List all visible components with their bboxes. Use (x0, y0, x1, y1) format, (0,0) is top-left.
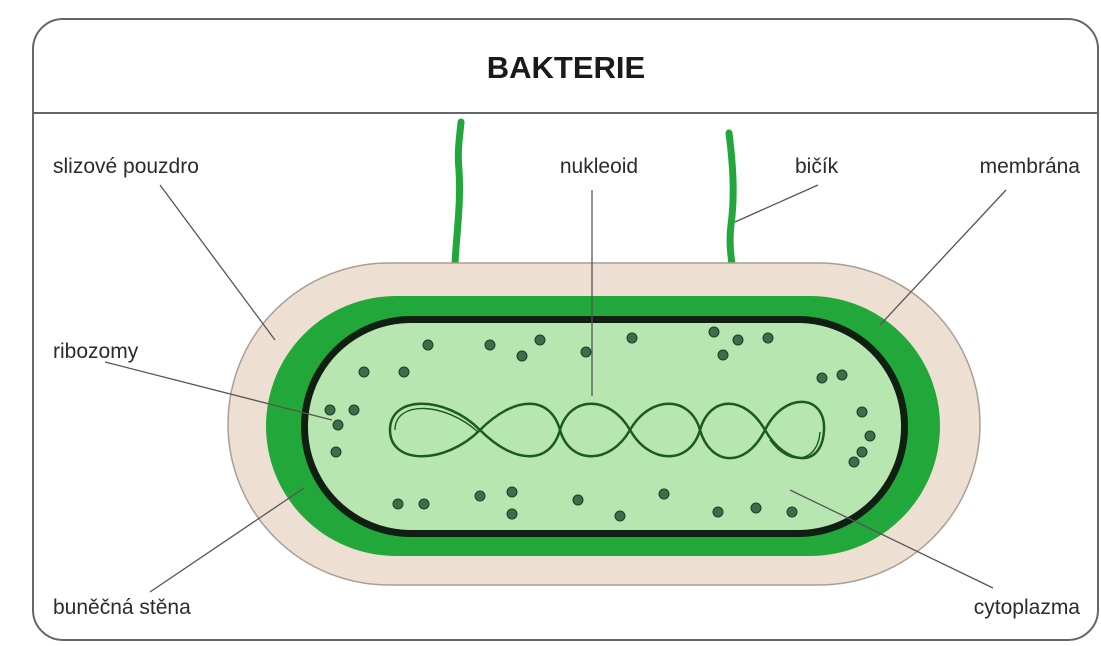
ribosome (333, 420, 343, 430)
ribosome (865, 431, 875, 441)
ribosome (485, 340, 495, 350)
ribosome (581, 347, 591, 357)
ribosome (349, 405, 359, 415)
ribosome (573, 495, 583, 505)
label-ribosomes: ribozomy (53, 340, 139, 363)
ribosome (659, 489, 669, 499)
ribosome (857, 407, 867, 417)
label-flagellum: bičík (795, 155, 839, 178)
ribosome (615, 511, 625, 521)
ribosome (709, 327, 719, 337)
ribosome (733, 335, 743, 345)
ribosome (399, 367, 409, 377)
ribosome (817, 373, 827, 383)
ribosome (763, 333, 773, 343)
ribosome (857, 447, 867, 457)
ribosome (787, 507, 797, 517)
ribosome (713, 507, 723, 517)
ribosome (393, 499, 403, 509)
ribosome (419, 499, 429, 509)
ribosome (849, 457, 859, 467)
ribosome (325, 405, 335, 415)
ribosome (837, 370, 847, 380)
ribosome (507, 509, 517, 519)
ribosome (718, 350, 728, 360)
label-cell-wall: buněčná stěna (53, 596, 191, 619)
ribosome (359, 367, 369, 377)
diagram-title: BAKTERIE (487, 50, 645, 85)
ribosome (423, 340, 433, 350)
ribosome (507, 487, 517, 497)
ribosome (751, 503, 761, 513)
ribosome (331, 447, 341, 457)
ribosome (627, 333, 637, 343)
ribosome (517, 351, 527, 361)
ribosome (475, 491, 485, 501)
ribosome (535, 335, 545, 345)
label-membrane: membrána (980, 155, 1081, 178)
label-nucleoid: nukleoid (560, 155, 638, 178)
label-cytoplasm: cytoplazma (974, 596, 1081, 619)
label-capsule: slizové pouzdro (53, 155, 199, 178)
